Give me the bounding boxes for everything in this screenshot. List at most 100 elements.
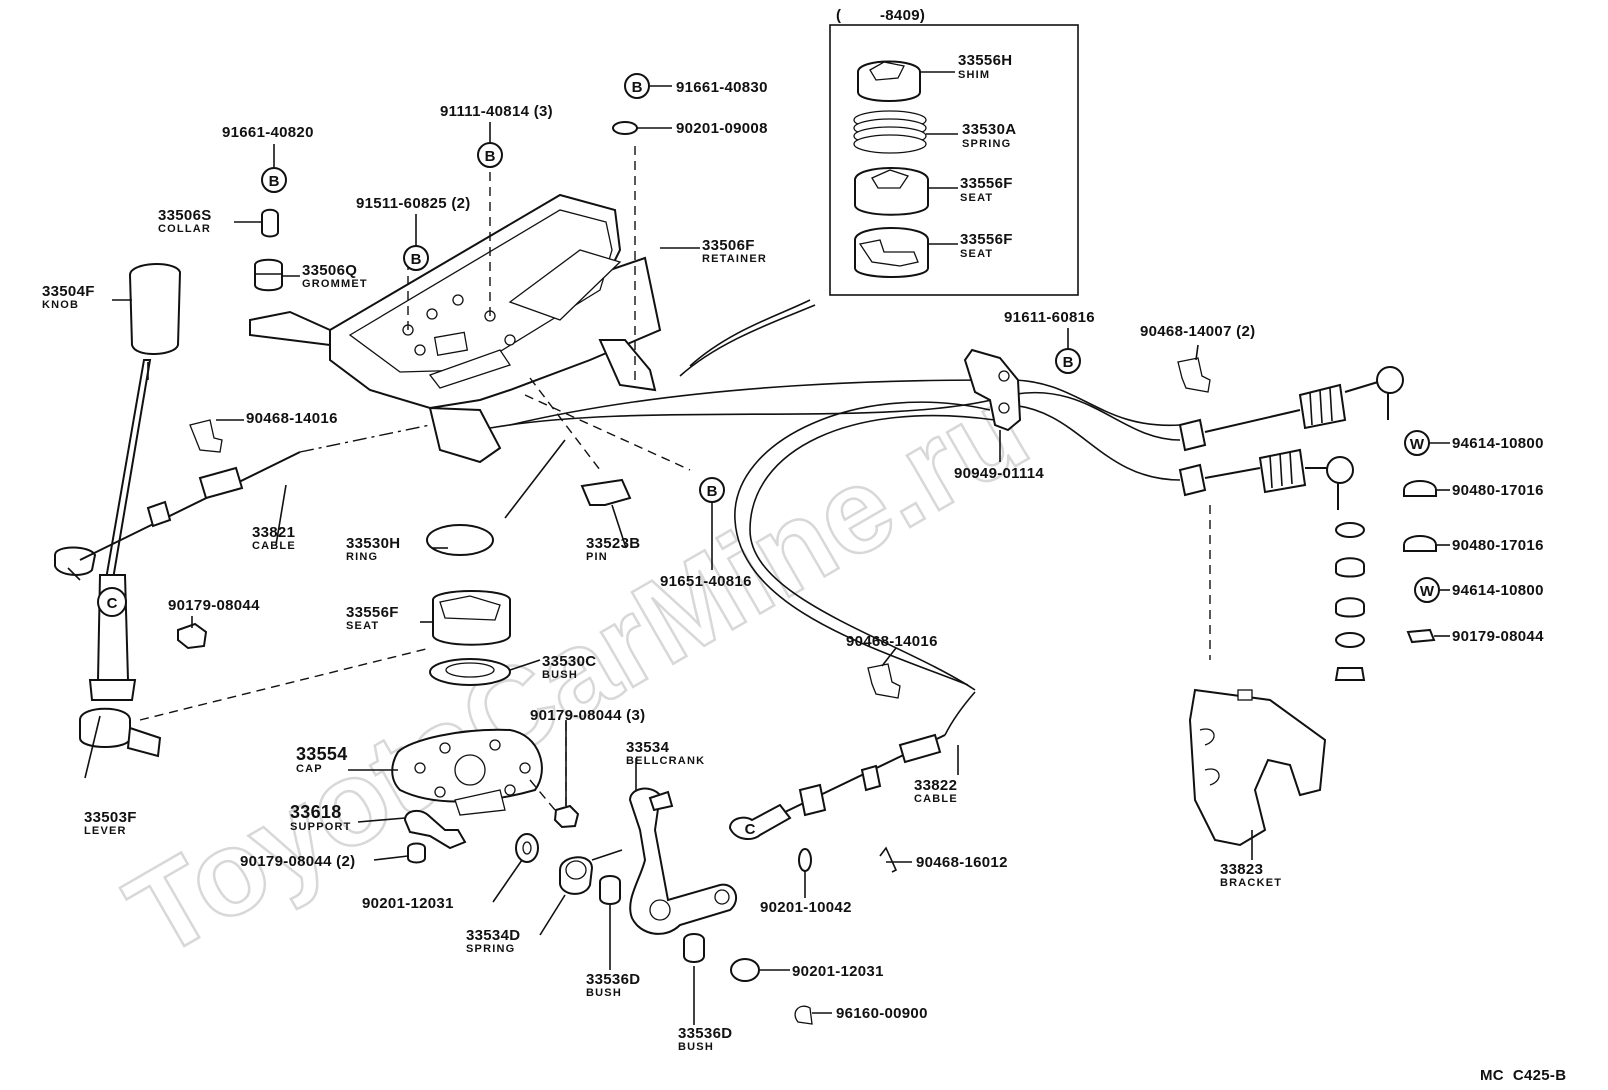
- part-name: CAP: [296, 763, 323, 775]
- inset-part-number: 33556F: [960, 231, 1013, 248]
- part-number: 91611-60816: [1004, 309, 1095, 326]
- part-number: 91661-40830: [676, 79, 768, 96]
- spring-33530A-drawing: [853, 110, 958, 154]
- part-name: RING: [346, 551, 378, 563]
- part-name: CABLE: [914, 793, 958, 805]
- b-mark-icon: B: [1055, 348, 1081, 374]
- clip-90468-14016-right-drawing: [867, 663, 901, 699]
- c-mark-icon: C: [745, 821, 756, 838]
- part-number: 33554: [296, 744, 348, 764]
- part-number: 90480-17016: [1452, 537, 1544, 554]
- part-number: 33536D: [678, 1025, 732, 1042]
- pin-33523B-drawing: [580, 478, 632, 506]
- inset-part-name: SEAT: [960, 192, 993, 204]
- support-33618-drawing: [403, 809, 467, 850]
- inset-header-open: (: [836, 7, 841, 24]
- b-mark-icon: B: [699, 477, 725, 503]
- bush-33536D-left-drawing: [599, 875, 621, 905]
- nut-90179-08044-3-drawing: [529, 720, 580, 829]
- cotter-90468-16012-drawing: [879, 846, 898, 873]
- nut-90179-08044-2-drawing: [407, 842, 426, 864]
- washer-stack-drawing: [1334, 522, 1366, 681]
- bracket-33823-drawing: [1188, 688, 1327, 847]
- b-mark-icon: B: [403, 245, 429, 271]
- bellcrank-33534-drawing: [628, 787, 738, 935]
- mark-b-symbols: B B B B B B: [261, 73, 1081, 503]
- part-number: 90179-08044: [1452, 628, 1544, 645]
- seat-33556F-drawing: [432, 590, 511, 646]
- retainer-33506F-drawing: [249, 140, 700, 471]
- w-mark-icon: W: [1414, 577, 1440, 603]
- cable-end-lower-drawing: [1178, 448, 1354, 660]
- c-mark-icon: C: [107, 595, 118, 612]
- part-name: BUSH: [542, 669, 578, 681]
- cable-routing: [489, 299, 1181, 691]
- part-number: 33506S: [158, 207, 212, 224]
- part-number: 33503F: [84, 809, 137, 826]
- washer-90201-12031-left-drawing: [515, 833, 539, 863]
- part-number: 90468-14007 (2): [1140, 323, 1255, 340]
- bracket-90949-01114-drawing: [963, 348, 1022, 462]
- part-name: SEAT: [346, 620, 379, 632]
- svg-text:B: B: [485, 148, 496, 165]
- part-name: PIN: [586, 551, 608, 563]
- part-name: BUSH: [586, 987, 622, 999]
- part-number: 90201-09008: [676, 120, 768, 137]
- mark-w-symbols: W W: [1404, 430, 1440, 603]
- part-name: KNOB: [42, 299, 79, 311]
- part-number: 91651-40816: [660, 573, 752, 590]
- shim-33556H-drawing: [857, 60, 955, 102]
- diagram-code: MC C425-B: [1480, 1067, 1566, 1084]
- part-number: 90179-08044 (2): [240, 853, 355, 870]
- cable-33822-drawing: [728, 691, 976, 841]
- spring-33534D-drawing: [559, 849, 623, 895]
- part-number: 91661-40820: [222, 124, 314, 141]
- part-number: 96160-00900: [836, 1005, 928, 1022]
- part-number: 94614-10800: [1452, 582, 1544, 599]
- svg-text:B: B: [269, 173, 280, 190]
- part-name: GROMMET: [302, 278, 368, 290]
- part-number: 33504F: [42, 283, 95, 300]
- part-number: 33534: [626, 739, 670, 756]
- bush-33530C-drawing: [429, 658, 511, 686]
- part-number: 33530C: [542, 653, 596, 670]
- part-number: 90201-12031: [362, 895, 454, 912]
- part-number: 90179-08044 (3): [530, 707, 645, 724]
- w-mark-icon: W: [1404, 430, 1430, 456]
- shift-lever-drawing: [54, 263, 431, 779]
- part-number: 33823: [1220, 861, 1263, 878]
- mark-c-symbols: C C: [107, 595, 756, 838]
- leader-lines: [112, 85, 1450, 1025]
- cap-33554-drawing: [391, 728, 543, 816]
- part-name: SPRING: [466, 943, 515, 955]
- nut-90179-08044-drawing: [177, 622, 208, 650]
- cable-33821-drawing: [79, 424, 431, 561]
- part-number: 33534D: [466, 927, 520, 944]
- part-name: BUSH: [678, 1041, 714, 1053]
- part-number: 91511-60825 (2): [356, 195, 471, 212]
- inset-part-number: 33530A: [962, 121, 1016, 138]
- bush-33536D-right-drawing: [683, 933, 705, 963]
- part-number: 33506Q: [302, 262, 357, 279]
- part-number: 90468-16012: [916, 854, 1008, 871]
- part-name: BRACKET: [1220, 877, 1282, 889]
- part-number: 91111-40814 (3): [440, 103, 553, 120]
- b-mark-icon: B: [261, 167, 287, 193]
- cable-end-upper-drawing: [1178, 366, 1404, 452]
- washer-90201-12031-right-drawing: [730, 958, 760, 982]
- clip-90468-14016-left-drawing: [189, 419, 223, 453]
- svg-text:W: W: [1420, 583, 1435, 600]
- part-name: BELLCRANK: [626, 755, 705, 767]
- part-name: CABLE: [252, 540, 296, 552]
- part-number: 33822: [914, 777, 957, 794]
- part-name: SUPPORT: [290, 821, 352, 833]
- part-number: 90468-14016: [846, 633, 938, 650]
- part-name: RETAINER: [702, 253, 767, 265]
- inset-part-number: 33556H: [958, 52, 1012, 69]
- clip-90468-14007-drawing: [1177, 357, 1211, 393]
- inset-part-number: 33556F: [960, 175, 1013, 192]
- part-name: COLLAR: [158, 223, 211, 235]
- part-number: 90201-12031: [792, 963, 884, 980]
